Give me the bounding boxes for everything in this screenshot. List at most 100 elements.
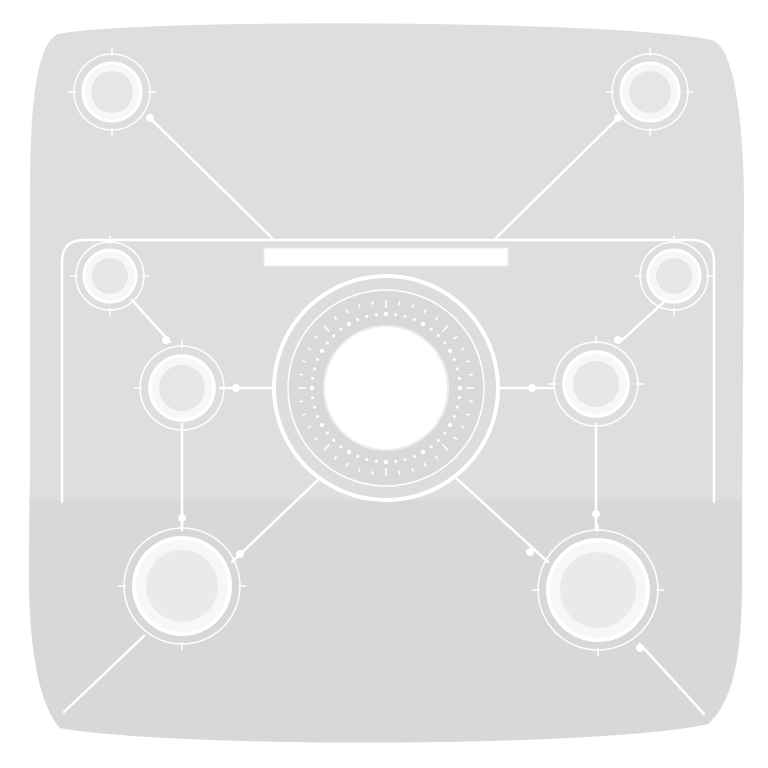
hub-tick: [302, 360, 307, 363]
hub-dot: [394, 313, 398, 317]
hub-dot: [316, 414, 320, 418]
hub-dot: [457, 376, 461, 380]
hub-dot: [313, 367, 317, 371]
hub-dot: [365, 315, 369, 319]
hub-core: [323, 325, 449, 451]
middle-left-node: [134, 340, 230, 436]
hub-tick: [314, 436, 319, 441]
hub-dot: [325, 341, 329, 345]
header-bar: [263, 247, 509, 267]
inner-frame: [60, 238, 716, 504]
middle-right-node: [548, 336, 644, 432]
hub-tick: [453, 335, 458, 340]
upper-left-node: [70, 236, 150, 316]
hub-dot: [420, 449, 426, 455]
hub-dot: [311, 396, 315, 400]
hub-dot: [346, 449, 352, 455]
hub-tick: [398, 300, 401, 306]
hub-tick-ring: [298, 300, 474, 476]
hub-tick: [468, 400, 474, 403]
hub-tick: [298, 400, 304, 403]
hub-dot: [452, 414, 456, 418]
upper-right-node: [634, 236, 714, 316]
hub-dot: [447, 422, 453, 428]
hub-tick: [453, 436, 458, 441]
hub-tick: [468, 373, 474, 376]
hub-dot: [309, 385, 315, 391]
hub-dot: [374, 313, 378, 317]
hub-tick: [302, 413, 307, 416]
hub-dot: [436, 438, 440, 442]
hub-tick: [333, 455, 338, 460]
hub-dot: [316, 358, 320, 362]
hub-dot: [443, 341, 447, 345]
hub-tick: [323, 444, 330, 451]
hub-dot: [311, 376, 315, 380]
hub-tick: [423, 462, 427, 467]
hub-dot: [403, 315, 407, 319]
hub-tick: [333, 316, 338, 321]
connectors: [62, 116, 706, 716]
hub-dot: [339, 327, 343, 331]
hub-dot: [455, 405, 459, 409]
hub-tick: [345, 309, 349, 314]
hub-tick: [371, 470, 374, 476]
hub-tick: [460, 347, 465, 351]
hub-tick: [398, 470, 401, 476]
hub-tick: [358, 467, 361, 472]
hub-tick: [411, 304, 414, 309]
central-hub: [272, 274, 500, 502]
hub-dot: [452, 358, 456, 362]
hub-tick: [358, 304, 361, 309]
hub-dot: [325, 431, 329, 435]
hub-dot: [443, 431, 447, 435]
hub-dot: [457, 385, 463, 391]
bottom-right-node: [532, 524, 664, 656]
hub-tick: [434, 316, 439, 321]
hub-dot: [356, 454, 360, 458]
hub-dot: [420, 321, 426, 327]
hub-dot: [374, 459, 378, 463]
hub-tick: [314, 335, 319, 340]
hub-tick: [465, 360, 470, 363]
hub-dot-ring: [309, 311, 463, 465]
hub-tick: [442, 444, 449, 451]
hub-tick: [423, 309, 427, 314]
hub-dot: [319, 348, 325, 354]
hub-dot: [412, 454, 416, 458]
hub-tick: [411, 467, 414, 472]
hub-dot: [319, 422, 325, 428]
hub-tick: [345, 462, 349, 467]
hub-dot: [394, 459, 398, 463]
hub-dot: [436, 334, 440, 338]
hub-dot: [313, 405, 317, 409]
hub-tick: [460, 425, 465, 429]
hub-dot: [332, 334, 336, 338]
hub-dot: [356, 318, 360, 322]
hub-tick: [371, 300, 374, 306]
hub-tick: [298, 373, 304, 376]
hub-dot: [412, 318, 416, 322]
hub-dot: [346, 321, 352, 327]
hub-tick: [323, 325, 330, 332]
connector-dots: [146, 114, 644, 652]
top-left-node: [68, 48, 156, 136]
hub-dot: [383, 311, 389, 317]
hub-tick: [307, 425, 312, 429]
hub-dot: [429, 445, 433, 449]
hub-dot: [455, 367, 459, 371]
hub-dot: [365, 457, 369, 461]
hub-dot: [383, 459, 389, 465]
hub-dot: [339, 445, 343, 449]
hub-dot: [332, 438, 336, 442]
hub-dot: [457, 396, 461, 400]
hub-tick: [465, 413, 470, 416]
hub-dot: [403, 457, 407, 461]
top-right-node: [606, 48, 694, 136]
hub-dot: [429, 327, 433, 331]
hub-dot: [447, 348, 453, 354]
bottom-left-node: [118, 522, 246, 650]
hub-tick: [442, 325, 449, 332]
